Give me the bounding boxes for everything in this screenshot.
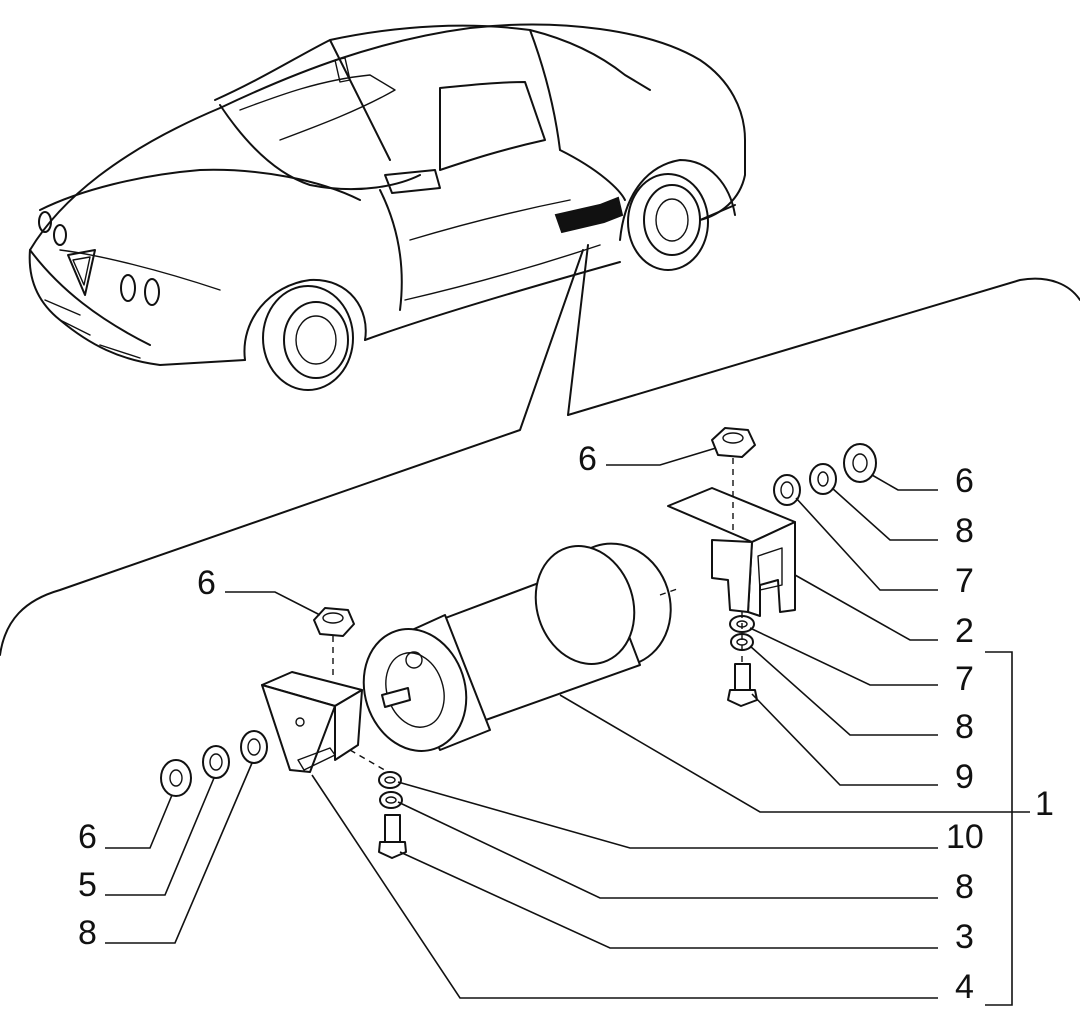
callout-8-left-low: 8	[78, 914, 97, 952]
callout-1: 1	[1035, 785, 1054, 823]
hardware	[160, 427, 877, 859]
car-illustration	[28, 23, 746, 391]
callout-6-left-low: 6	[78, 818, 97, 856]
alignment-lines	[332, 458, 743, 773]
callout-labels: 6 6 8 7 2 7 8 9 1 10 8 3 4 6 6 5 8	[78, 440, 1054, 1006]
cylinder-part	[362, 542, 672, 752]
detail-frame	[0, 244, 1080, 656]
callout-2: 2	[955, 612, 974, 650]
callout-4: 4	[955, 968, 974, 1006]
callout-9: 9	[955, 758, 974, 796]
right-bracket-part	[667, 487, 796, 617]
callout-7-right-mid: 7	[955, 660, 974, 698]
part-location-highlight	[554, 196, 624, 234]
leader-lines	[105, 447, 1030, 1006]
callout-8-right-top: 8	[955, 512, 974, 550]
callout-6-top: 6	[578, 440, 597, 478]
callout-8-right-low: 8	[955, 868, 974, 906]
callout-8-right-mid: 8	[955, 708, 974, 746]
callout-6-left-top: 6	[197, 564, 216, 602]
left-bracket-part	[261, 671, 363, 773]
callout-3: 3	[955, 918, 974, 956]
callout-6-right: 6	[955, 462, 974, 500]
callout-10: 10	[946, 818, 984, 856]
callout-5: 5	[78, 866, 97, 904]
callout-7-right-top: 7	[955, 562, 974, 600]
